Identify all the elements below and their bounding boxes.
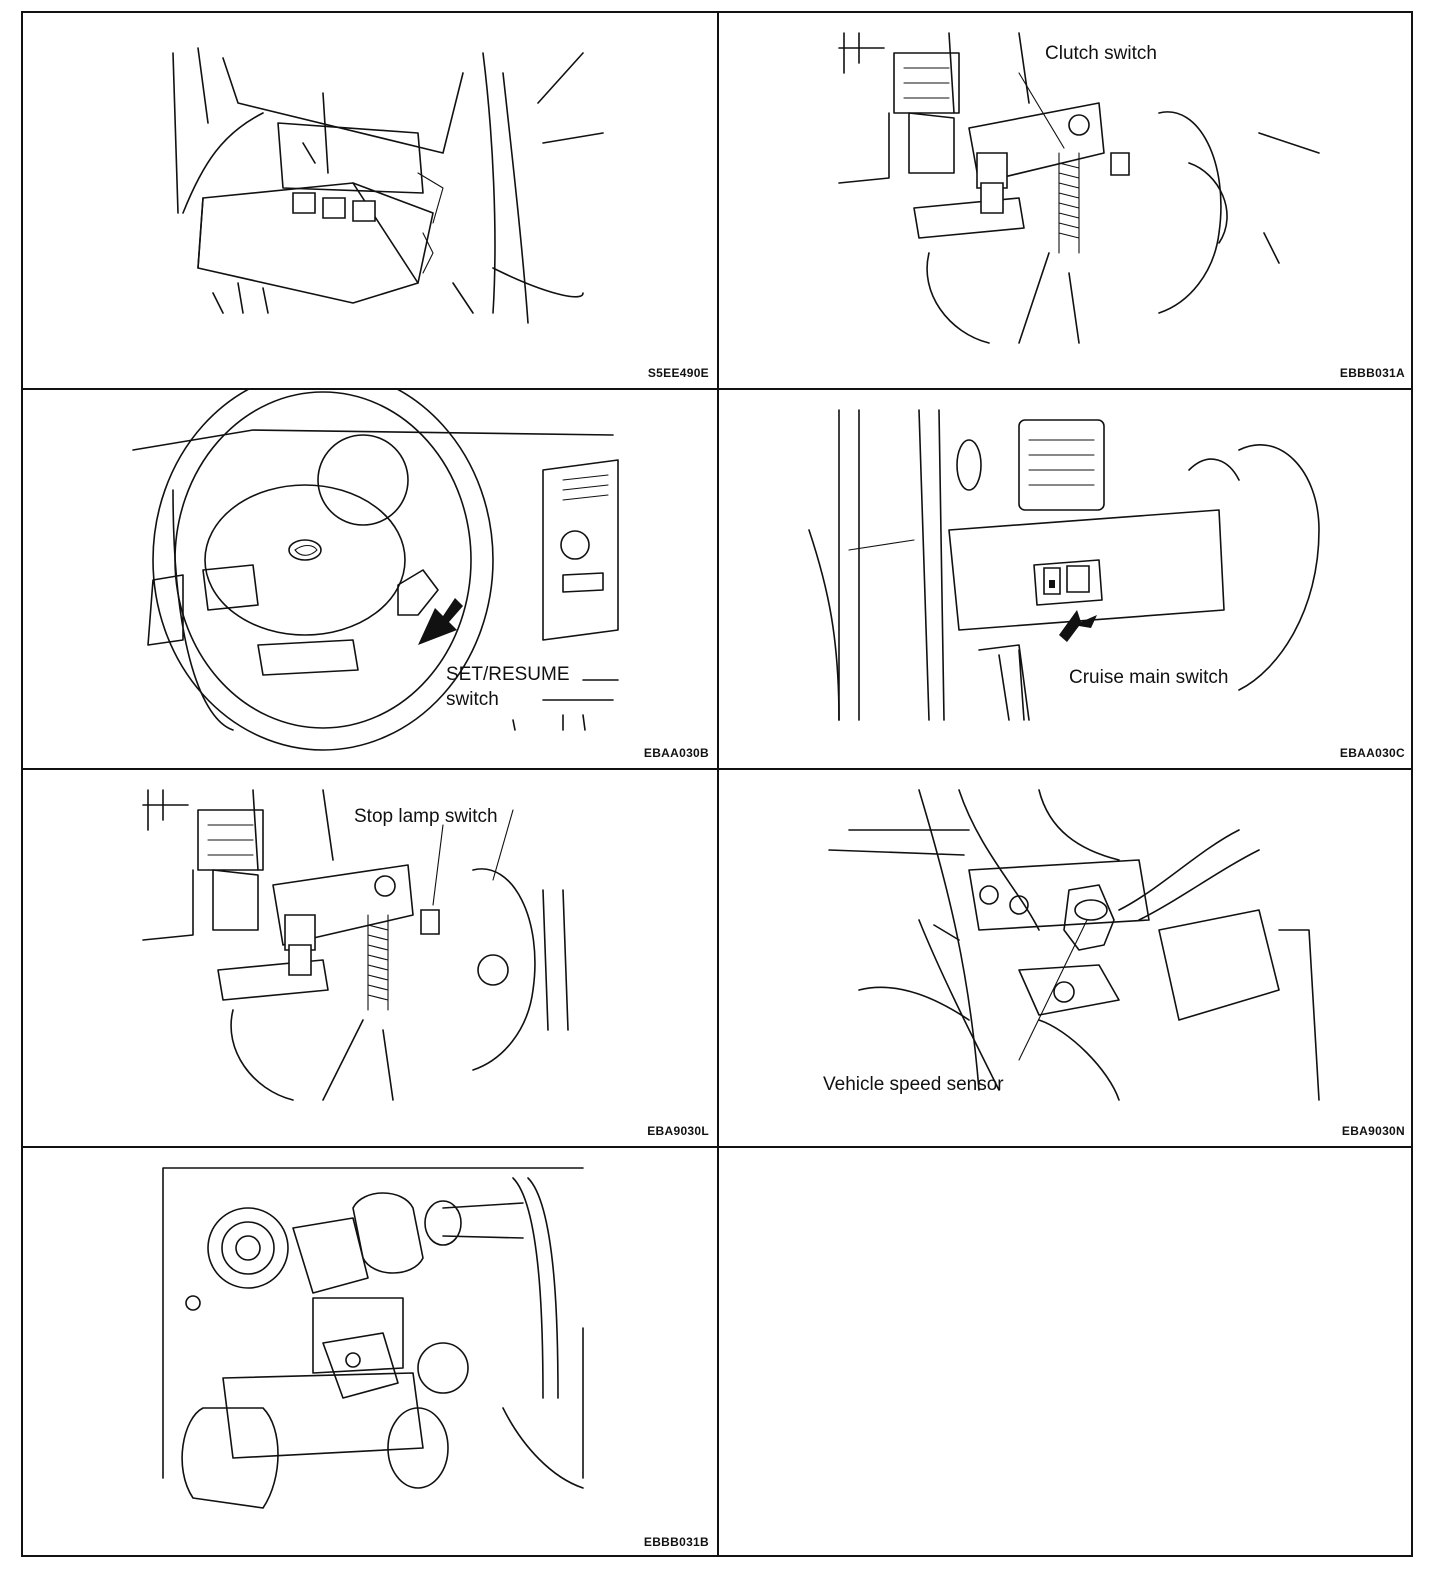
stop-lamp-switch-label: Stop lamp switch [354,806,498,827]
vehicle-speed-sensor-label: Vehicle speed sensor [823,1074,1004,1095]
stop-lamp-switch-illustration [23,770,717,1146]
panel-stop-lamp-switch: Stop lamp switch EBA9030L [23,770,717,1146]
clutch-switch-illustration [719,13,1413,388]
cruise-main-switch-label: Cruise main switch [1069,667,1229,688]
control-module-illustration [23,13,717,388]
figure-code: EBAA030C [1339,746,1405,760]
figure-sheet: S5EE490E Clutch switch EBBB031A [21,11,1413,1557]
switch-label: switch [446,689,499,710]
panel-cruise-main-switch: Cruise main switch EBAA030C [719,390,1413,768]
vehicle-speed-sensor-illustration [719,770,1413,1146]
figure-code: EBBB031A [1339,366,1405,380]
column-divider [717,13,719,1557]
figure-code: EBAA030B [643,746,709,760]
figure-code: EBBB031B [643,1535,709,1549]
panel-control-module: S5EE490E [23,13,717,388]
figure-code: S5EE490E [647,366,709,380]
panel-vehicle-speed-sensor: Vehicle speed sensor EBA9030N [719,770,1413,1146]
figure-code: EBA9030N [1341,1124,1405,1138]
panel-clutch-switch: Clutch switch EBBB031A [719,13,1413,388]
row-divider-1 [23,388,1413,390]
actuator-illustration [23,1148,717,1557]
row-divider-3 [23,1146,1413,1148]
cruise-main-switch-illustration [719,390,1413,768]
set-resume-label: SET/RESUME [446,664,570,685]
clutch-switch-label: Clutch switch [1045,43,1157,64]
steering-wheel-illustration [23,390,717,768]
panel-actuator: EBBB031B [23,1148,717,1557]
row-divider-2 [23,768,1413,770]
figure-code: EBA9030L [647,1124,709,1138]
panel-empty [719,1148,1413,1557]
panel-set-resume-switch: SET/RESUME switch EBAA030B [23,390,717,768]
